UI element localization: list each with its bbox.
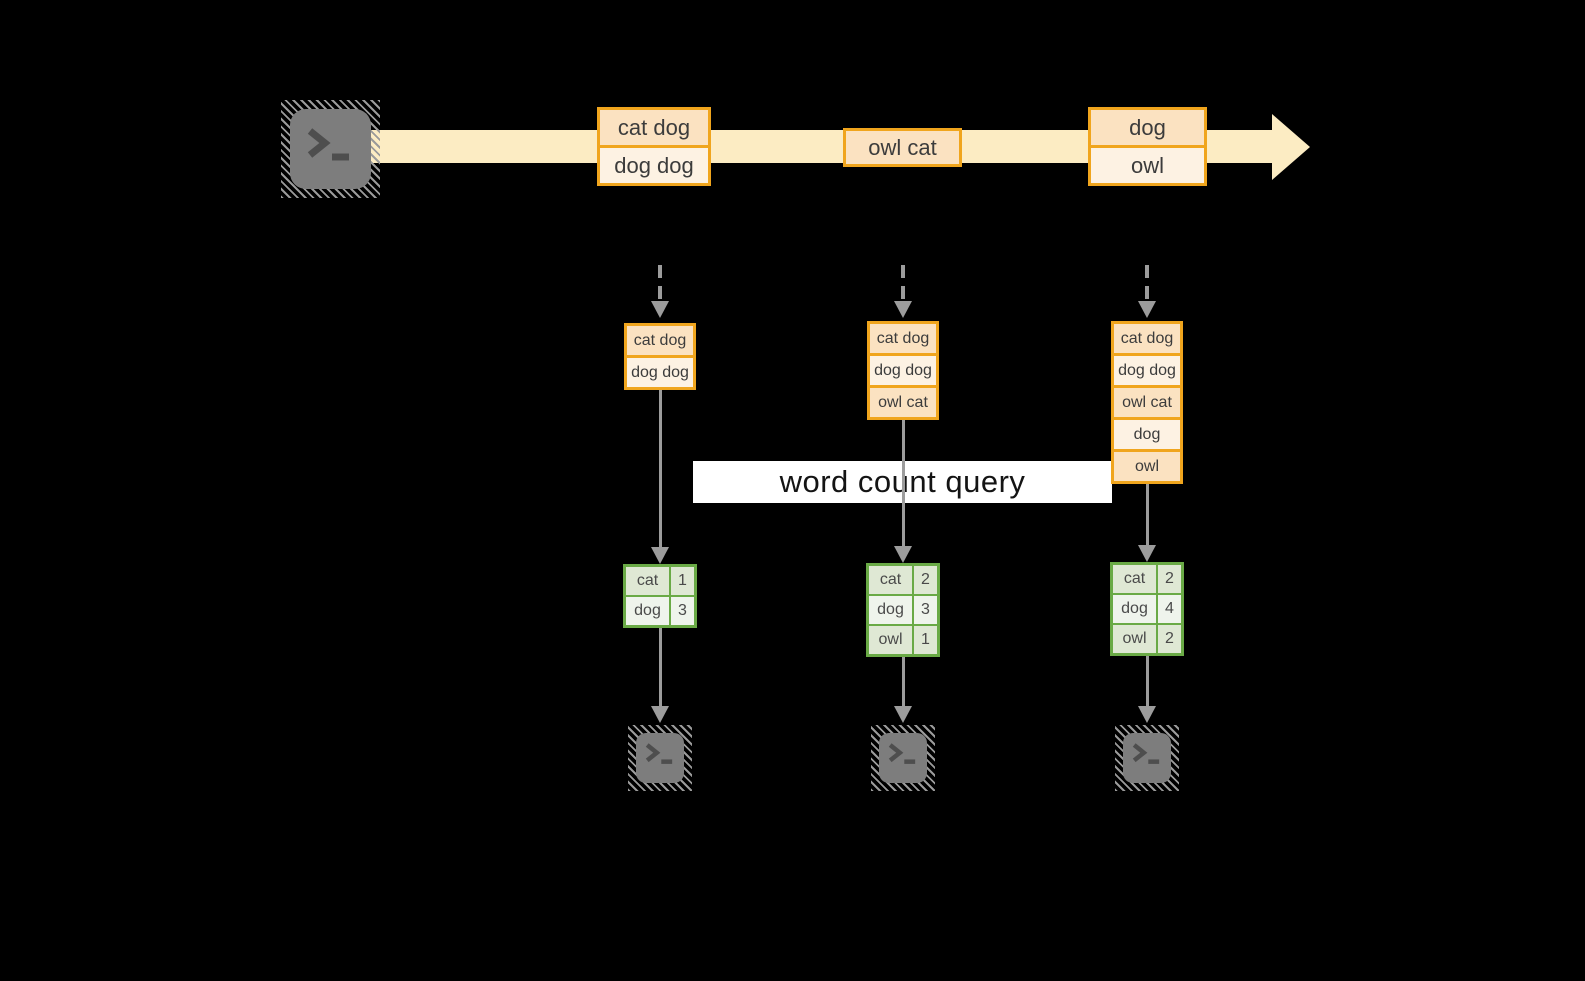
connector-line (659, 628, 662, 707)
terminal-glyph-icon (307, 128, 349, 161)
stream-event-row: owl (1091, 148, 1204, 183)
buffer-box: cat dog dog dog owl cat (867, 321, 939, 420)
terminal-body (1123, 733, 1171, 783)
buffer-row: owl cat (870, 388, 936, 417)
count-word-cell: dog (626, 597, 669, 625)
count-word-cell: dog (1113, 595, 1156, 623)
buffer-row: cat dog (627, 326, 693, 355)
buffer-row: dog dog (1114, 356, 1180, 385)
stream-event-box: dog owl (1088, 107, 1207, 186)
stream-event-row: dog dog (600, 148, 708, 183)
buffer-row: owl (1114, 452, 1180, 481)
connector-line (659, 390, 662, 547)
count-table: cat 2 dog 4 owl 2 (1110, 562, 1184, 656)
buffer-box: cat dog dog dog (624, 323, 696, 390)
buffer-row: cat dog (1114, 324, 1180, 353)
arrowhead-icon (894, 706, 912, 723)
arrowhead-icon (1138, 545, 1156, 562)
terminal-body (290, 109, 371, 189)
count-value-cell: 1 (914, 626, 937, 654)
count-table: cat 2 dog 3 owl 1 (866, 563, 940, 657)
count-word-cell: dog (869, 596, 912, 624)
dashed-arrow (1145, 265, 1149, 302)
terminal-body (879, 733, 927, 783)
count-word-cell: cat (626, 567, 669, 595)
buffer-row: dog dog (870, 356, 936, 385)
dashed-arrow (658, 265, 662, 302)
arrowhead-icon (651, 706, 669, 723)
connector-line (902, 420, 905, 546)
count-value-cell: 2 (1158, 565, 1181, 593)
terminal-glyph-icon (1132, 743, 1160, 764)
stream-event-row: cat dog (600, 110, 708, 145)
terminal-sink-icon (871, 725, 935, 791)
terminal-source-icon (281, 100, 380, 198)
arrowhead-icon (894, 546, 912, 563)
buffer-row: dog dog (627, 358, 693, 387)
buffer-row: dog (1114, 420, 1180, 449)
buffer-row: cat dog (870, 324, 936, 353)
stream-event-box: cat dog dog dog (597, 107, 711, 186)
count-word-cell: owl (1113, 625, 1156, 653)
count-value-cell: 3 (671, 597, 694, 625)
count-word-cell: cat (869, 566, 912, 594)
stream-event-row: owl cat (846, 131, 959, 164)
terminal-glyph-icon (645, 743, 673, 764)
buffer-box: cat dog dog dog owl cat dog owl (1111, 321, 1183, 484)
arrowhead-icon (651, 301, 669, 318)
count-word-cell: owl (869, 626, 912, 654)
connector-line (902, 657, 905, 707)
stream-event-box: owl cat (843, 128, 962, 167)
arrowhead-icon (651, 547, 669, 564)
stream-event-row: dog (1091, 110, 1204, 145)
count-table: cat 1 dog 3 (623, 564, 697, 628)
count-value-cell: 2 (914, 566, 937, 594)
terminal-sink-icon (1115, 725, 1179, 791)
terminal-glyph-icon (888, 743, 916, 764)
count-value-cell: 4 (1158, 595, 1181, 623)
dashed-arrow (901, 265, 905, 302)
count-value-cell: 3 (914, 596, 937, 624)
connector-line (1146, 656, 1149, 707)
terminal-sink-icon (628, 725, 692, 791)
arrowhead-icon (1138, 706, 1156, 723)
arrowhead-icon (894, 301, 912, 318)
buffer-row: owl cat (1114, 388, 1180, 417)
count-value-cell: 1 (671, 567, 694, 595)
count-word-cell: cat (1113, 565, 1156, 593)
count-value-cell: 2 (1158, 625, 1181, 653)
connector-line (1146, 484, 1149, 545)
stream-arrowhead-icon (1272, 114, 1310, 180)
terminal-body (636, 733, 684, 783)
arrowhead-icon (1138, 301, 1156, 318)
